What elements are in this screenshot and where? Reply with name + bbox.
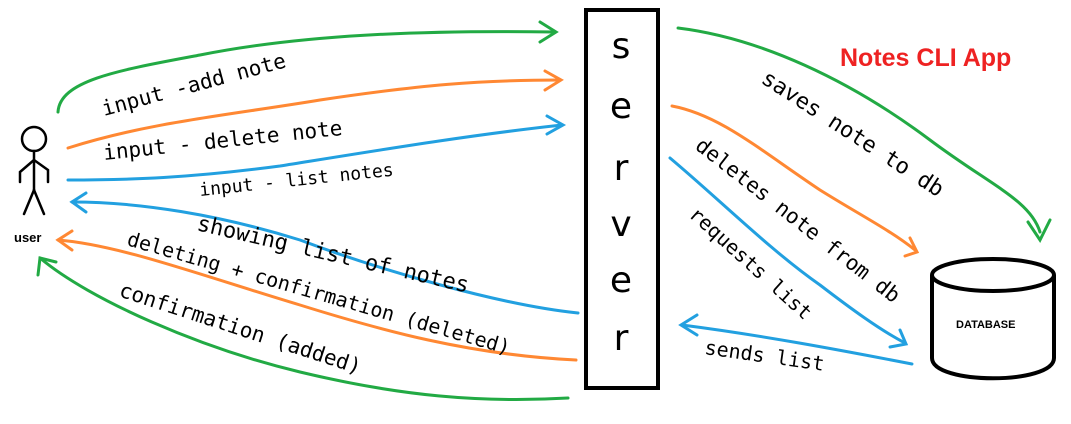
arrow-deletes-note [670, 104, 920, 258]
arrow-saves-note [676, 26, 1052, 243]
label-input-delete: input - delete note [102, 116, 343, 165]
arrow-showing-list [69, 191, 580, 315]
arrow-requests-list [668, 156, 909, 349]
arrow-input-add [56, 20, 559, 114]
arrow-confirmation-added [36, 256, 570, 401]
user-head-icon [20, 125, 48, 153]
database-label: DATABASE [956, 319, 1015, 331]
server-letter: e [610, 86, 632, 127]
database-cylinder [930, 257, 1056, 381]
server-letter: v [610, 204, 631, 245]
user-actor [18, 125, 50, 216]
label-saves-note: saves note to db [757, 66, 948, 202]
arrow-deleting-confirmation [55, 229, 578, 362]
server-letter: r [614, 318, 629, 359]
label-sends-list: sends list [703, 335, 826, 376]
arrow-input-delete [66, 69, 564, 150]
label-input-list: input - list notes [198, 160, 394, 201]
server-letter: e [610, 260, 632, 301]
arrow-input-list [66, 114, 567, 182]
user-label: user [14, 230, 41, 245]
server-box: s e r v e r [584, 8, 660, 390]
server-letter: s [612, 26, 631, 67]
diagram-title: Notes CLI App [840, 44, 1011, 72]
arrow-sends-list [678, 313, 914, 366]
server-letter: r [614, 148, 629, 189]
